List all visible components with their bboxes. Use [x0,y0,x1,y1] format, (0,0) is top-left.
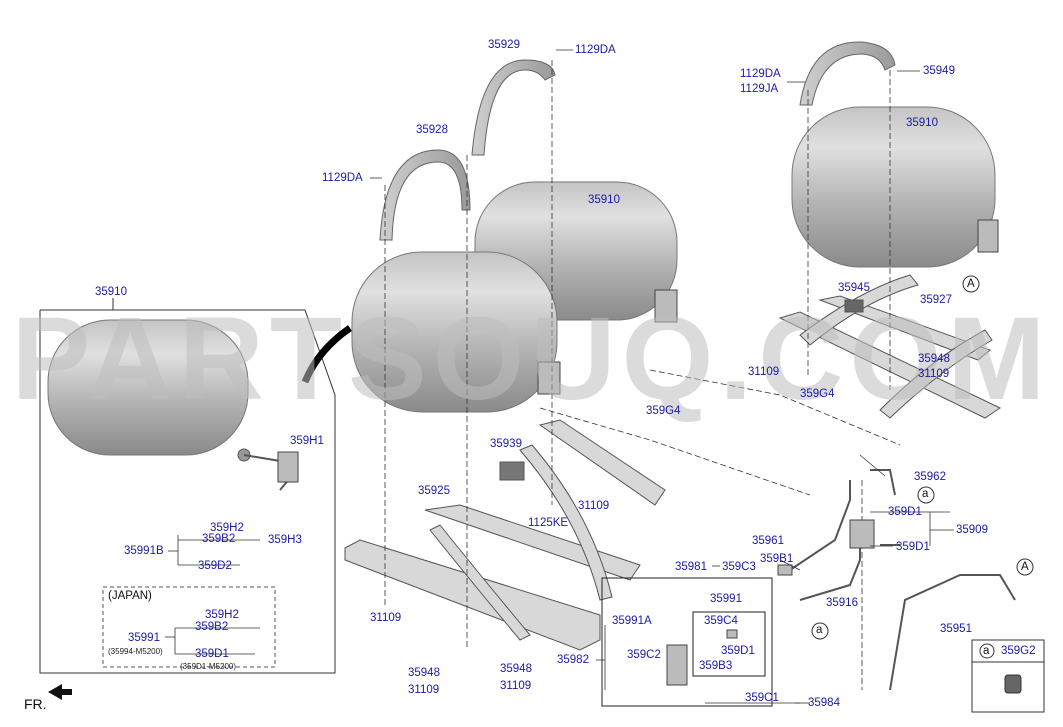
part-label-359D1-b[interactable]: 359D1 [896,541,930,553]
callout-a-valve: a [922,488,929,500]
leader-lines [165,49,954,704]
part-label-359B2-japan[interactable]: 359B2 [195,621,229,633]
part-label-359C4[interactable]: 359C4 [704,615,738,627]
part-label-31109-mid[interactable]: 31109 [578,500,610,512]
reference-lines [384,60,901,690]
part-label-359H2[interactable]: 359H2 [210,522,244,534]
frame-middle [344,419,666,651]
legend-callout-a: a [983,645,990,657]
part-label-35910-left[interactable]: 35910 [95,286,127,298]
note-359D1: (359D1-M5200) [180,662,237,671]
callout-a-pipe: a [816,624,823,636]
callout-circles [811,275,1034,640]
straps [379,41,896,241]
part-label-35948-right[interactable]: 35948 [918,353,950,365]
part-label-35991[interactable]: 35991 [710,593,742,605]
part-label-35916[interactable]: 35916 [826,597,858,609]
part-label-359H2-japan[interactable]: 359H2 [205,609,239,621]
japan-box [102,586,276,668]
part-label-35945[interactable]: 35945 [838,282,870,294]
part-label-35981[interactable]: 35981 [675,561,707,573]
frame-right [778,274,1002,419]
part-label-35951[interactable]: 35951 [940,623,972,635]
part-label-359D2[interactable]: 359D2 [198,560,232,572]
part-label-35910-mid[interactable]: 35910 [588,194,620,206]
part-label-1129JA[interactable]: 1129JA [740,83,779,95]
group-box-35982 [601,577,773,707]
part-label-35948-bottom[interactable]: 35948 [408,667,440,679]
part-label-35925[interactable]: 35925 [418,485,450,497]
part-label-35961[interactable]: 35961 [752,535,784,547]
part-label-35928[interactable]: 35928 [416,124,448,136]
part-label-35984[interactable]: 35984 [808,697,840,709]
left-detail-panel [39,298,352,674]
note-35994: (35994-M5200) [108,647,163,656]
part-label-35962[interactable]: 35962 [914,471,946,483]
part-label-359C3[interactable]: 359C3 [722,561,756,573]
part-label-1125KE[interactable]: 1125KE [528,517,569,529]
part-label-359H3[interactable]: 359H3 [268,534,302,546]
part-label-359G4-right[interactable]: 359G4 [800,388,835,400]
regulator [666,519,875,686]
front-arrow-icon [48,684,72,700]
pipes [789,469,1016,691]
part-label-359C2[interactable]: 359C2 [627,649,661,661]
part-label-35982[interactable]: 35982 [557,654,589,666]
part-label-35909[interactable]: 35909 [956,524,988,536]
part-label-359D1-japan[interactable]: 359D1 [195,648,229,660]
part-label-359G4-mid[interactable]: 359G4 [646,405,681,417]
ref-A-tank: A [967,278,975,290]
part-label-1129DA-right[interactable]: 1129DA [740,68,781,80]
part-label-35910-right[interactable]: 35910 [906,117,938,129]
part-label-35929[interactable]: 35929 [488,39,520,51]
part-label-35991-japan[interactable]: 35991 [128,632,160,644]
group-box-35991 [692,611,766,677]
part-label-31109-bottom-left[interactable]: 31109 [370,612,402,624]
part-label-359B3[interactable]: 359B3 [699,660,733,672]
part-label-1129DA-left[interactable]: 1129DA [322,172,363,184]
part-label-359C1[interactable]: 359C1 [745,692,779,704]
part-label-35927[interactable]: 35927 [920,294,952,306]
part-label-359B2[interactable]: 359B2 [202,533,236,545]
part-label-31109-right-b[interactable]: 31109 [918,368,950,380]
front-label: FR. [24,696,47,712]
part-label-35948-bottom-b[interactable]: 35948 [500,663,532,675]
part-label-359D1-a[interactable]: 359D1 [888,506,922,518]
part-label-1129DA-top[interactable]: 1129DA [575,44,616,56]
tank-mid-lower [351,251,561,413]
part-label-35991A[interactable]: 35991A [612,615,652,627]
part-label-35939[interactable]: 35939 [490,438,522,450]
part-label-359B1[interactable]: 359B1 [760,553,794,565]
part-label-31109-right-a[interactable]: 31109 [748,366,780,378]
legend-part-359G2[interactable]: 359G2 [1001,645,1036,657]
tank-right [791,106,999,268]
part-label-35991B[interactable]: 35991B [124,545,164,557]
part-label-359D1-c[interactable]: 359D1 [721,645,755,657]
tank-left [47,319,299,491]
part-label-35949[interactable]: 35949 [923,65,955,77]
part-label-31109-bottom-b[interactable]: 31109 [500,680,532,692]
part-label-359H1[interactable]: 359H1 [290,435,324,447]
part-label-31109-bottom[interactable]: 31109 [408,684,440,696]
ref-A-pipe: A [1021,561,1029,573]
japan-label: (JAPAN) [108,590,152,602]
legend-box [971,639,1045,713]
